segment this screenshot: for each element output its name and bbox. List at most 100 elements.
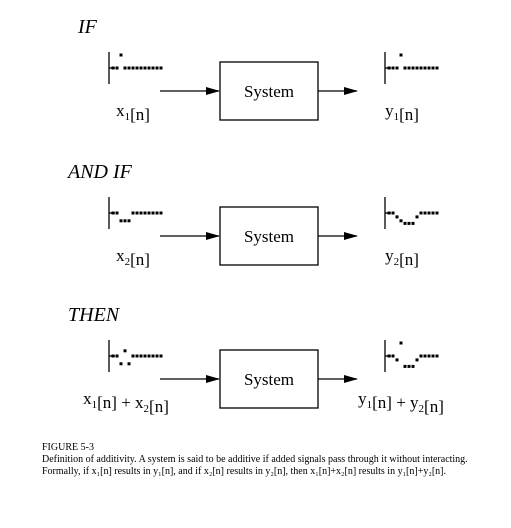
system-label: System — [244, 370, 294, 389]
signal-sample — [151, 66, 155, 70]
signal-sample — [115, 211, 119, 215]
signal-sample — [407, 221, 411, 225]
signal-sample — [411, 364, 415, 368]
signal-sample — [399, 53, 403, 57]
signal-sample — [423, 354, 427, 358]
signal-sample — [123, 66, 127, 70]
signal-sample — [435, 354, 439, 358]
signal-sample — [411, 221, 415, 225]
system-label: System — [244, 227, 294, 246]
signal-sample — [139, 66, 143, 70]
signal-sample — [423, 66, 427, 70]
signal-sample — [159, 354, 163, 358]
figure-caption-title: FIGURE 5-3 — [42, 442, 94, 453]
signal-sample — [151, 354, 155, 358]
figure-caption: FIGURE 5-3 Definition of additivity. A s… — [42, 442, 492, 478]
signal-sample — [395, 66, 399, 70]
signal-sample — [399, 219, 403, 223]
signal-sample — [159, 66, 163, 70]
signal-sample — [115, 66, 119, 70]
signal-sample — [155, 354, 159, 358]
signal-sample — [435, 211, 439, 215]
output-signal-plot — [384, 197, 439, 229]
system-box — [219, 206, 319, 266]
input-label: x1[n] + x2[n] — [83, 389, 169, 416]
output-label: y1[n] — [385, 101, 419, 124]
output-signal-plot — [384, 340, 439, 372]
signal-sample — [151, 211, 155, 215]
signal-sample — [127, 219, 131, 223]
signal-sample — [147, 66, 151, 70]
signal-sample — [395, 358, 399, 362]
signal-sample — [139, 354, 143, 358]
signal-sample — [135, 66, 139, 70]
stage-row-2: AND IF System x2[n] y2[n] — [66, 161, 439, 269]
figure-caption-text: Definition of additivity. A system is sa… — [42, 454, 468, 477]
signal-sample — [135, 211, 139, 215]
signal-sample — [427, 66, 431, 70]
additivity-diagram: IF System x1[n] y1[n] AND IF System x2[n] y2[n]… — [66, 16, 444, 416]
signal-sample — [419, 354, 423, 358]
output-label: y2[n] — [385, 246, 419, 269]
output-signal-plot — [384, 52, 439, 84]
signal-sample — [427, 354, 431, 358]
signal-sample — [111, 354, 115, 358]
signal-sample — [131, 66, 135, 70]
signal-sample — [127, 362, 131, 366]
signal-sample — [407, 66, 411, 70]
signal-sample — [123, 349, 127, 353]
input-label: x2[n] — [116, 246, 150, 269]
signal-sample — [143, 211, 147, 215]
signal-sample — [119, 219, 123, 223]
signal-sample — [119, 362, 123, 366]
system-label: System — [244, 82, 294, 101]
stage-row-1: IF System x1[n] y1[n] — [77, 16, 439, 124]
signal-sample — [415, 358, 419, 362]
signal-sample — [387, 354, 391, 358]
signal-sample — [415, 66, 419, 70]
signal-sample — [119, 53, 123, 57]
signal-sample — [111, 66, 115, 70]
signal-sample — [135, 354, 139, 358]
signal-sample — [387, 211, 391, 215]
signal-sample — [399, 341, 403, 345]
signal-sample — [419, 66, 423, 70]
signal-sample — [431, 354, 435, 358]
signal-sample — [147, 354, 151, 358]
signal-sample — [159, 211, 163, 215]
signal-sample — [143, 354, 147, 358]
signal-sample — [403, 66, 407, 70]
signal-sample — [403, 364, 407, 368]
signal-sample — [435, 66, 439, 70]
signal-sample — [419, 211, 423, 215]
input-signal-plot — [108, 52, 163, 84]
signal-sample — [139, 211, 143, 215]
signal-sample — [395, 215, 399, 219]
signal-sample — [391, 354, 395, 358]
signal-sample — [431, 66, 435, 70]
system-box — [219, 349, 319, 409]
signal-sample — [427, 211, 431, 215]
signal-sample — [155, 211, 159, 215]
row-heading: IF — [77, 16, 98, 38]
system-box — [219, 61, 319, 121]
row-heading: AND IF — [66, 161, 133, 183]
signal-sample — [391, 66, 395, 70]
signal-sample — [391, 211, 395, 215]
input-label: x1[n] — [116, 101, 150, 124]
signal-sample — [403, 221, 407, 225]
input-signal-plot — [108, 197, 163, 229]
signal-sample — [423, 211, 427, 215]
signal-sample — [407, 364, 411, 368]
signal-sample — [415, 215, 419, 219]
signal-sample — [131, 211, 135, 215]
row-heading: THEN — [68, 304, 121, 326]
input-signal-plot — [108, 340, 163, 372]
signal-sample — [387, 66, 391, 70]
signal-sample — [131, 354, 135, 358]
signal-sample — [147, 211, 151, 215]
signal-sample — [155, 66, 159, 70]
signal-sample — [143, 66, 147, 70]
signal-sample — [411, 66, 415, 70]
